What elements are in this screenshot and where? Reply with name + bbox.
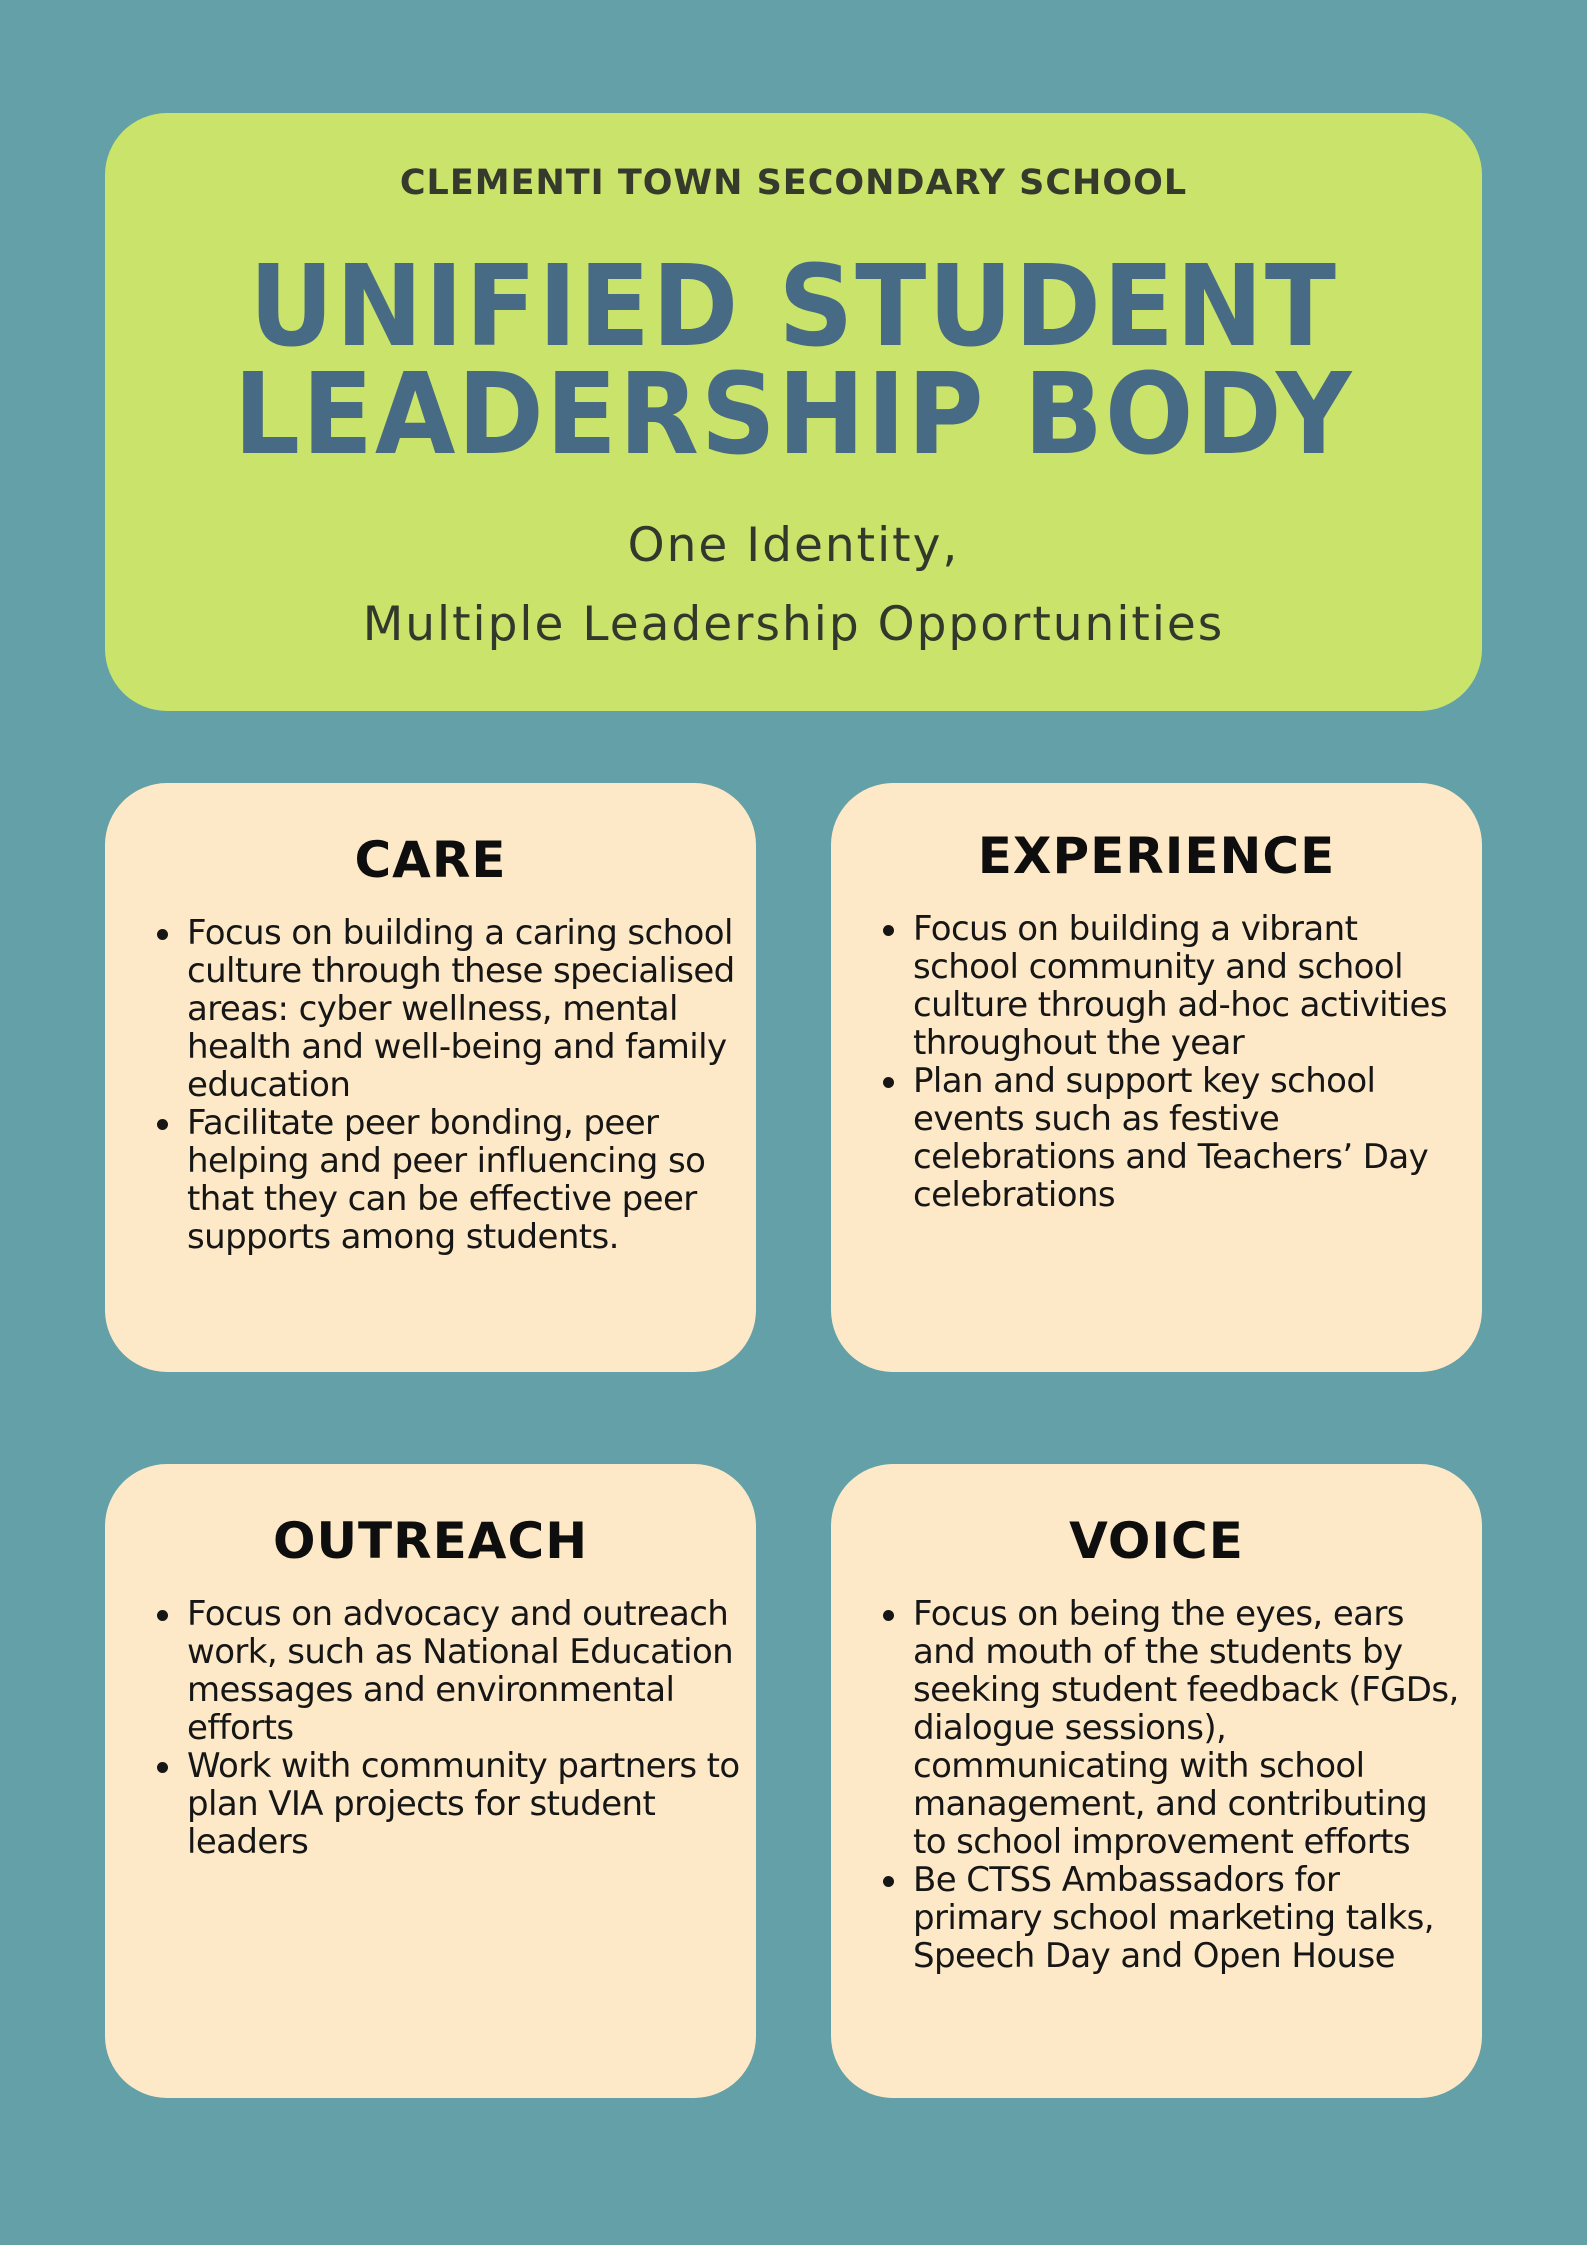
list-item: Work with community partners to plan VIA… [157, 1747, 744, 1861]
experience-card-title: EXPERIENCE [977, 827, 1336, 885]
page-title-line-1: UNIFIED STUDENT [249, 242, 1338, 372]
outreach-card-title: OUTREACH [272, 1512, 589, 1570]
outreach-card: OUTREACH Focus on advocacy and outreach … [105, 1464, 756, 2098]
list-item: Focus on building a caring school cultur… [157, 914, 744, 1104]
voice-list: Focus on being the eyes, ears and mouth … [883, 1595, 1470, 1975]
list-item: Focus on building a vibrant school commu… [883, 910, 1470, 1062]
page-title-line-2: LEADERSHIP BODY [233, 350, 1354, 480]
voice-card-title: VOICE [1069, 1512, 1244, 1570]
care-list: Focus on building a caring school cultur… [157, 914, 744, 1256]
voice-card: VOICE Focus on being the eyes, ears and … [831, 1464, 1482, 2098]
care-card-title: CARE [354, 831, 507, 889]
list-item: Be CTSS Ambassadors for primary school m… [883, 1861, 1470, 1975]
school-name: CLEMENTI TOWN SECONDARY SCHOOL [399, 163, 1188, 203]
list-item: Plan and support key school events such … [883, 1062, 1470, 1214]
page-title: UNIFIED STUDENT LEADERSHIP BODY [153, 242, 1434, 480]
tagline-line-2: Multiple Leadership Opportunities [362, 597, 1225, 652]
experience-card: EXPERIENCE Focus on building a vibrant s… [831, 783, 1482, 1372]
care-card: CARE Focus on building a caring school c… [105, 783, 756, 1372]
list-item: Facilitate peer bonding, peer helping an… [157, 1104, 744, 1256]
tagline: One Identity, Multiple Leadership Opport… [105, 506, 1482, 664]
list-item: Focus on being the eyes, ears and mouth … [883, 1595, 1470, 1861]
header-card: CLEMENTI TOWN SECONDARY SCHOOL UNIFIED S… [105, 113, 1482, 711]
outreach-list: Focus on advocacy and outreach work, suc… [157, 1595, 744, 1861]
experience-list: Focus on building a vibrant school commu… [883, 910, 1470, 1214]
list-item: Focus on advocacy and outreach work, suc… [157, 1595, 744, 1747]
tagline-line-1: One Identity, [627, 518, 960, 573]
